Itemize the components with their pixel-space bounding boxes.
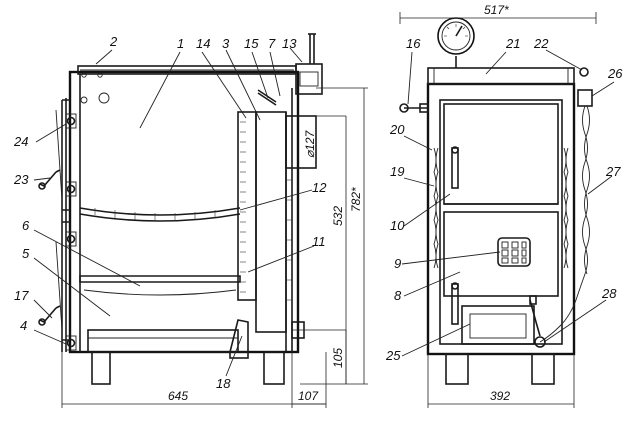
dimension-labels: 645 107 392 517* 532 782* 105 ⌀127 — [168, 3, 510, 403]
callout-4: 4 — [20, 318, 27, 333]
front-dimensions — [399, 12, 597, 408]
callout-17: 17 — [14, 288, 29, 303]
front-body — [426, 82, 576, 356]
callout-6: 6 — [22, 218, 30, 233]
callout-7: 7 — [268, 36, 276, 51]
upper-door-handle — [39, 169, 61, 187]
rear-column-ticks — [240, 121, 246, 293]
callout-28: 28 — [601, 286, 617, 301]
dim-flue-diameter: ⌀127 — [303, 129, 317, 158]
callout-5: 5 — [22, 246, 30, 261]
callout-26: 26 — [607, 66, 623, 81]
dim-top-width: 517* — [484, 3, 509, 17]
callout-20: 20 — [389, 122, 405, 137]
callout-27: 27 — [605, 164, 621, 179]
callout-2: 2 — [109, 34, 118, 49]
draft-regulator — [577, 89, 593, 107]
callout-11: 11 — [312, 234, 326, 249]
grate-lower — [79, 275, 241, 283]
leader-lines — [33, 47, 615, 377]
dim-side-width: 645 — [168, 389, 188, 403]
front-right-leg — [531, 353, 555, 385]
ash-pan — [87, 329, 239, 353]
dim-height-body: 532 — [331, 206, 345, 226]
front-left-leg — [445, 353, 469, 385]
callout-23: 23 — [13, 172, 29, 187]
callout-25: 25 — [385, 348, 401, 363]
callout-16: 16 — [406, 36, 421, 51]
callout-3: 3 — [222, 36, 230, 51]
callout-1: 1 — [177, 36, 184, 51]
front-lower-door — [443, 211, 559, 297]
regulator-chain — [539, 105, 588, 343]
side-dimensions — [61, 87, 368, 408]
dim-leg-height: 105 — [331, 348, 345, 368]
dim-height-total: 782* — [349, 187, 363, 212]
callout-22: 22 — [533, 36, 549, 51]
rear-leg — [263, 351, 285, 385]
door-hinges — [65, 113, 77, 351]
rear-ruler-ticks — [286, 179, 292, 301]
callout-12: 12 — [312, 180, 327, 195]
callout-labels: 1 2 14 3 15 7 13 24 23 6 5 17 4 12 11 18… — [13, 34, 623, 391]
callout-9: 9 — [394, 256, 401, 271]
pressure-gauge — [437, 17, 475, 68]
callout-8: 8 — [394, 288, 402, 303]
top-cover — [427, 67, 575, 85]
callout-13: 13 — [282, 36, 297, 51]
callout-19: 19 — [390, 164, 404, 179]
baffle-upper — [79, 207, 241, 216]
front-view — [399, 17, 593, 385]
callout-15: 15 — [244, 36, 259, 51]
side-view — [38, 33, 323, 385]
dim-flue-offset: 107 — [298, 389, 319, 403]
front-leg — [91, 351, 111, 385]
air-damper — [497, 237, 531, 267]
callout-10: 10 — [390, 218, 405, 233]
lower-door-handle — [39, 305, 61, 323]
ash-door — [461, 305, 535, 345]
front-upper-door — [443, 103, 559, 205]
dim-front-width: 392 — [490, 389, 510, 403]
callout-18: 18 — [216, 376, 231, 391]
callout-21: 21 — [505, 36, 520, 51]
top-fitting — [295, 63, 323, 95]
insulation — [433, 147, 569, 269]
callout-24: 24 — [13, 134, 28, 149]
callout-14: 14 — [196, 36, 210, 51]
